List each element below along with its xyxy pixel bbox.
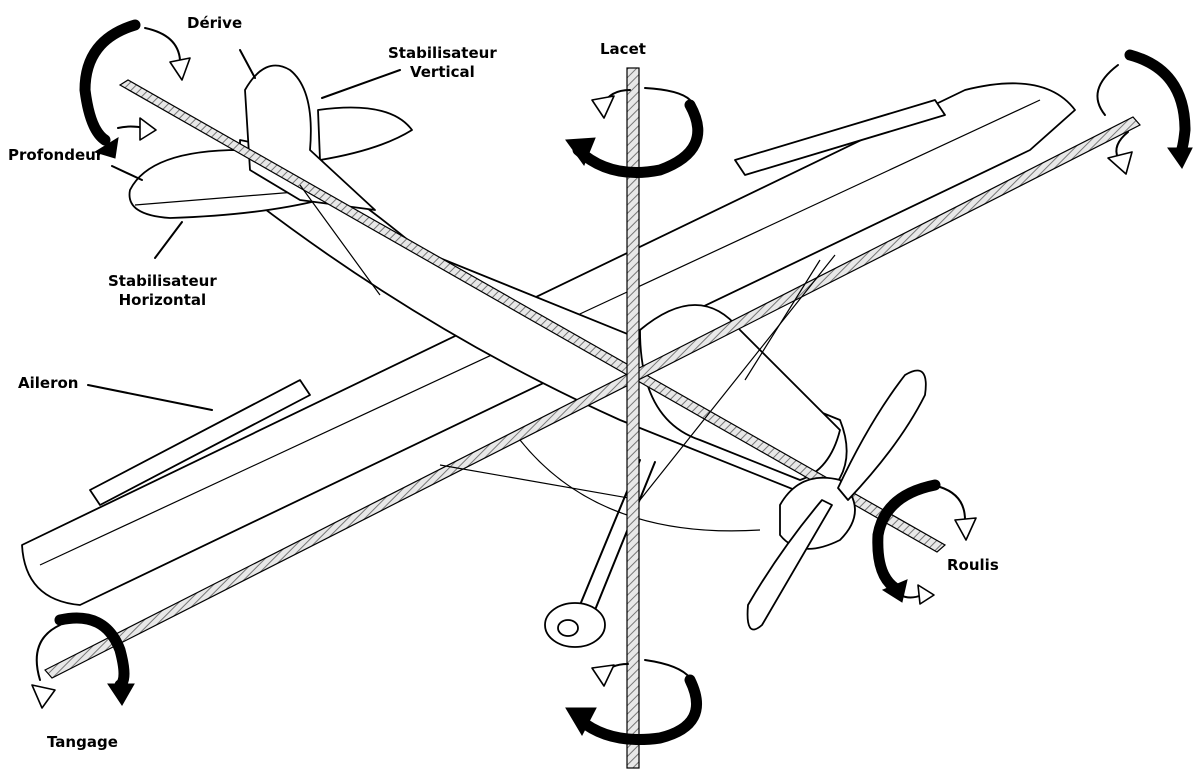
label-tangage: Tangage (47, 733, 118, 751)
aileron-right (734, 99, 946, 176)
roll-axis-rod (118, 79, 947, 553)
lacet-rotation-arrow-top (565, 87, 704, 178)
label-aileron: Aileron (18, 374, 79, 392)
vertical-stabilizer (317, 106, 413, 161)
label-derive: Dérive (187, 14, 243, 32)
label-stabilisateur-horizontal: Stabilisateur Horizontal (108, 272, 217, 310)
tangage-rotation-arrow-wingtip (1096, 49, 1193, 175)
leader-line-stabilisateur-horizontal (154, 221, 183, 259)
label-stabilisateur-horizontal-line2: Horizontal (118, 291, 207, 309)
label-lacet: Lacet (600, 40, 646, 58)
label-stabilisateur-vertical: Stabilisateur Vertical (388, 44, 497, 82)
aileron-left (89, 379, 311, 506)
roulis-rotation-arrow (872, 479, 977, 605)
lacet-rotation-arrow-bottom (565, 659, 703, 746)
leader-line-derive (239, 49, 256, 79)
tangage-rotation-arrow (31, 612, 135, 709)
leader-line-stabilisateur-vertical (321, 69, 401, 99)
tail-rotation-arrow (79, 19, 191, 159)
leader-line-aileron (87, 384, 213, 411)
pitch-axis-rod (44, 116, 1141, 679)
leader-line-profondeur (111, 165, 143, 181)
yaw-axis-rod (626, 67, 640, 769)
label-stabilisateur-horizontal-line1: Stabilisateur (108, 272, 217, 290)
propeller (746, 369, 927, 631)
label-stabilisateur-vertical-line1: Stabilisateur (388, 44, 497, 62)
label-stabilisateur-vertical-line2: Vertical (409, 63, 475, 81)
label-roulis: Roulis (947, 556, 999, 574)
label-profondeur: Profondeur (8, 146, 104, 164)
